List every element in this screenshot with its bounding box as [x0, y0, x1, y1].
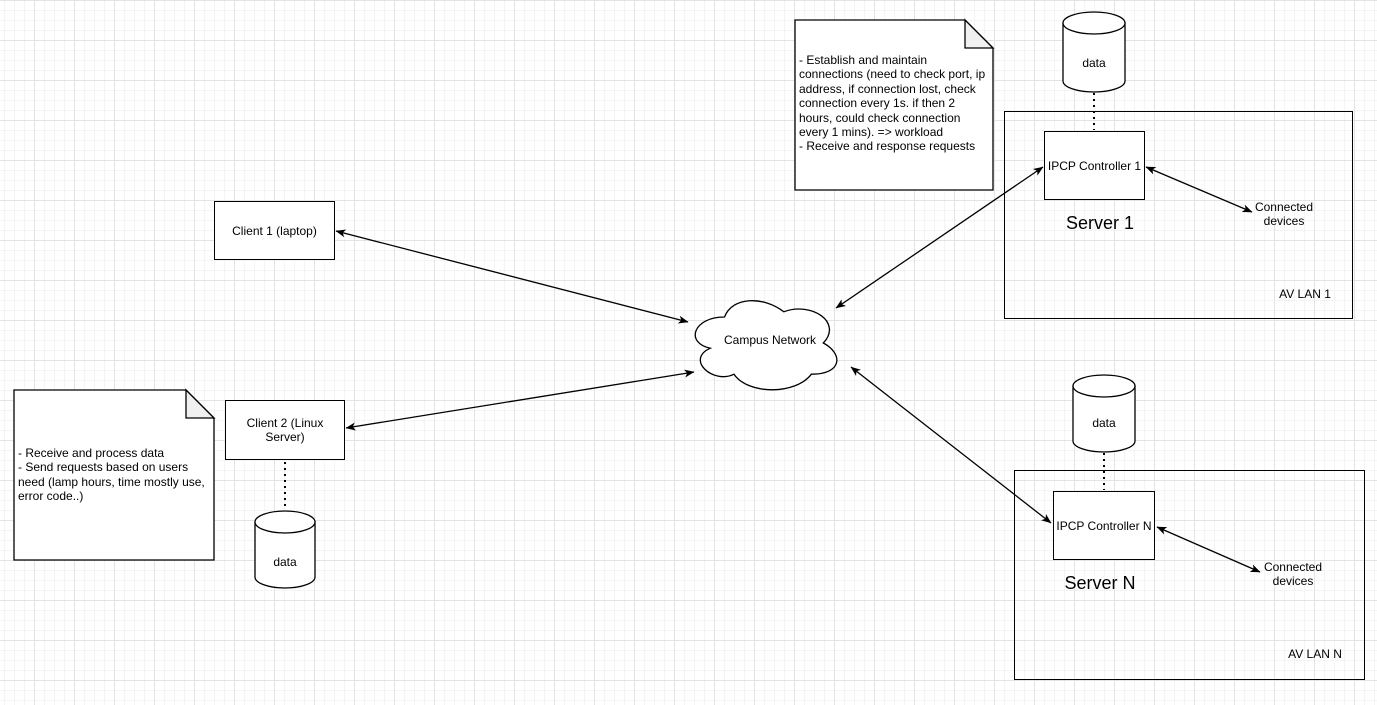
av-lan-N-label: AV LAN N [1288, 647, 1342, 661]
server1-title: Server 1 [1065, 213, 1135, 233]
edge-campus-network-ipcp-controller-N[interactable] [850, 366, 1052, 524]
note-client-tasks-text: - Receive and process data - Send reques… [18, 446, 205, 504]
datastore-client2-cylinder[interactable] [254, 510, 316, 589]
edge-client2-campus-network[interactable] [345, 369, 695, 431]
note-fold-corner [964, 18, 995, 49]
edge-client1-campus-network[interactable] [335, 229, 689, 324]
edge-campus-network-ipcp-controller-1[interactable] [835, 166, 1044, 309]
av-lan-1-container[interactable] [1004, 111, 1353, 319]
av-lan-1-label: AV LAN 1 [1279, 287, 1331, 301]
serverN-title: Server N [1064, 573, 1136, 593]
campus-network-label: Campus Network [723, 333, 817, 347]
edge-ipcp-controller-1-connected-devices[interactable] [1145, 166, 1253, 213]
client2-node[interactable]: Client 2 (Linux Server) [225, 400, 345, 460]
client1-node[interactable]: Client 1 (laptop) [214, 201, 335, 260]
datastore-client2-label: data [273, 555, 297, 569]
edge-ipcp-controller-N-connected-devices[interactable] [1156, 526, 1261, 573]
note-server-tasks-text: - Establish and maintain connections (ne… [799, 53, 986, 154]
campus-network-cloud[interactable] [694, 300, 838, 391]
note-client-tasks[interactable] [13, 388, 216, 561]
datastore-serverN-label: data [1092, 416, 1116, 430]
note-server-tasks[interactable] [794, 18, 995, 191]
note-fold-corner [185, 388, 216, 419]
ipcp-controller-1-label: IPCP Controller 1 [1047, 158, 1142, 173]
datastore-server1-cylinder[interactable] [1062, 11, 1126, 93]
client2-label: Client 2 (Linux Server) [246, 416, 324, 444]
datastore-server1-label: data [1082, 56, 1106, 70]
av-lan-N-container[interactable] [1014, 470, 1365, 680]
ipcp-controller-N-node[interactable]: IPCP Controller N [1053, 491, 1155, 560]
ipcp-controller-N-label: IPCP Controller N [1056, 518, 1152, 533]
ipcp-controller-1-node[interactable]: IPCP Controller 1 [1044, 131, 1145, 200]
connected-devices-1-label: Connected devices [1254, 200, 1314, 228]
connected-devices-N-label: Connected devices [1263, 560, 1323, 588]
client1-label: Client 1 (laptop) [232, 223, 317, 238]
datastore-serverN-cylinder[interactable] [1072, 374, 1136, 453]
